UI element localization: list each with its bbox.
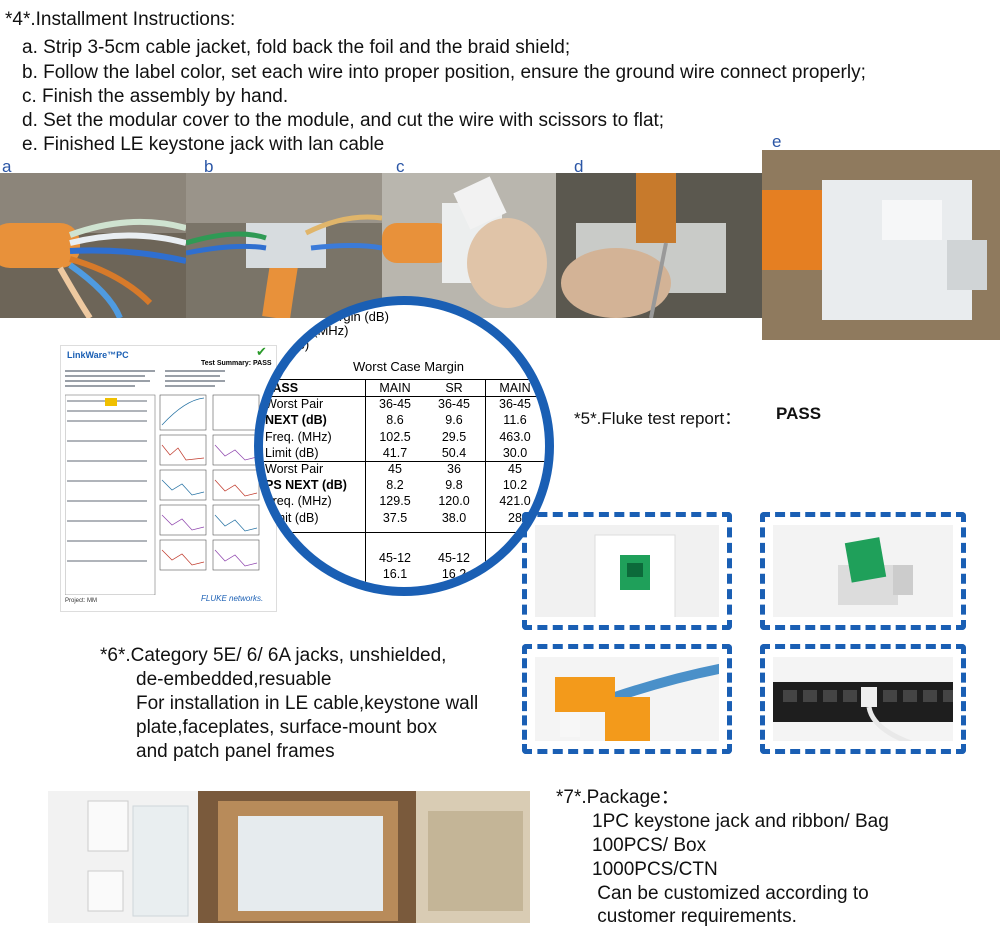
- mag-rule: [263, 531, 545, 533]
- section6-line3: For installation in LE cable,keystone wa…: [136, 693, 479, 714]
- mag-header-right: Wo: [523, 359, 543, 374]
- report-brand: LinkWare™PC: [67, 350, 129, 360]
- mag-cell: 36-45: [379, 397, 411, 412]
- fluke-report-thumbnail: LinkWare™PC Test Summary: PASS ✔: [60, 345, 277, 612]
- photo-step-e: [762, 150, 1000, 340]
- mag-cell: 38.0: [441, 510, 467, 525]
- section5-result: PASS: [776, 404, 822, 423]
- report-project: Project: MM: [65, 598, 98, 604]
- jack-orange-frame: [522, 644, 732, 754]
- mag-cell: 50.4: [441, 445, 467, 460]
- mag-cell: 9.6: [445, 413, 463, 428]
- mag-cell: 16.1: [382, 567, 408, 582]
- section7-line2: 100PCS/ Box: [592, 835, 707, 856]
- section7-line1: 1PC keystone jack and ribbon/ Bag: [592, 811, 889, 832]
- mag-col-rule: [365, 379, 366, 587]
- mag-cell: 45-12: [438, 551, 470, 565]
- section5-label: *5*.Fluke test report：: [574, 409, 742, 428]
- step-b-text: b. Follow the label color, set each wire…: [22, 62, 866, 83]
- section6-line5: and patch panel frames: [136, 741, 335, 762]
- section6-line4: plate,faceplates, surface-mount box: [136, 717, 438, 738]
- photo-label-c: c: [396, 157, 405, 176]
- mag-header: Worst Case Margin: [353, 359, 465, 374]
- mag-row-label: PASS: [265, 381, 299, 395]
- mag-cell: MAIN: [379, 381, 411, 395]
- mag-row-label: Pair: [265, 551, 288, 565]
- mag-row-label: SS: [265, 534, 282, 549]
- mag-row-label: NEXT (dB): [265, 413, 327, 428]
- mag-cell: 29.5: [441, 429, 467, 444]
- step-d-text: d. Set the modular cover to the module, …: [22, 110, 665, 131]
- photo-label-d: d: [574, 157, 584, 176]
- report-summary: Test Summary: PASS: [201, 360, 272, 367]
- report-magnifier: Margin (dB) y (MHz) dB) Worst Case Margi…: [254, 296, 554, 596]
- mag-top-line1: Margin (dB): [321, 309, 389, 324]
- photo-step-d: [556, 173, 762, 318]
- patch-panel-frame: [760, 644, 966, 754]
- mag-cell: 129.5: [379, 494, 411, 509]
- photo-step-b: [186, 173, 382, 318]
- mag-row-label: Worst Pair: [265, 397, 324, 412]
- mag-cell: 36-45: [499, 397, 531, 412]
- photo-step-c: [382, 173, 556, 318]
- mag-cell: 45: [508, 462, 522, 476]
- mag-cell: 8.6: [386, 413, 404, 428]
- mag-col-rule: [485, 379, 486, 587]
- mag-cell: 45-12: [379, 551, 411, 565]
- photo-step-a: [0, 173, 186, 318]
- mag-cell: 41.7: [382, 445, 408, 460]
- step-a-text: a. Strip 3-5cm cable jacket, fold back t…: [22, 37, 571, 58]
- mag-cell: 30.0: [502, 445, 528, 460]
- jack-green-frame: [760, 512, 966, 630]
- section6-line1: *6*.Category 5E/ 6/ 6A jacks, unshielded…: [100, 645, 447, 666]
- mag-cell: 10.2: [502, 478, 528, 493]
- package-photo: [48, 791, 530, 923]
- mag-cell: 36: [447, 462, 461, 476]
- step-c-text: c. Finish the assembly by hand.: [22, 86, 289, 107]
- mag-cell: 16.2: [441, 567, 467, 582]
- mag-row-label: Worst Pair: [265, 462, 324, 476]
- section4-title: *4*.Installment Instructions:: [5, 9, 236, 30]
- mag-rule: [263, 460, 545, 462]
- mag-rule: [263, 379, 545, 380]
- section7-title: *7*.Package：: [556, 787, 680, 808]
- jack-faceplate-frame: [522, 512, 732, 630]
- mag-cell: 37.5: [382, 510, 408, 525]
- mag-cell: 8.2: [386, 478, 404, 493]
- photo-label-b: b: [204, 157, 214, 176]
- step-e-text: e. Finished LE keystone jack with lan ca…: [22, 134, 385, 155]
- mag-top-line2: y (MHz): [303, 323, 349, 338]
- mag-row-label: PS NEXT (dB): [265, 478, 347, 493]
- check-icon: ✔: [256, 345, 267, 359]
- mag-cell: MAIN: [499, 381, 531, 395]
- mag-cell: 102.5: [379, 429, 411, 444]
- mag-cell: 45: [388, 462, 402, 476]
- mag-cell: 463.0: [499, 429, 531, 444]
- mag-row-label: Limit (dB): [265, 445, 319, 460]
- mag-cell: 11.6: [503, 413, 527, 428]
- mag-cell: 9.8: [445, 478, 463, 493]
- mag-row-label: Freq. (MHz): [265, 429, 332, 444]
- photo-label-a: a: [2, 157, 12, 176]
- mag-cell: SR: [445, 381, 463, 395]
- mag-cell: 28: [508, 510, 522, 525]
- section7-line5: customer requirements.: [592, 906, 797, 927]
- mag-cell: 120.0: [438, 494, 470, 509]
- report-footer-brand: FLUKE networks.: [201, 594, 264, 603]
- mag-row-label: Limit (dB): [265, 510, 319, 525]
- mag-top-line3: dB): [289, 337, 310, 352]
- section7-line4: Can be customized according to: [592, 883, 869, 904]
- section7-line3: 1000PCS/CTN: [592, 859, 718, 880]
- mag-cell: 36-45: [438, 397, 470, 412]
- mag-cell: 421.0: [499, 494, 531, 509]
- photo-label-e: e: [772, 132, 782, 151]
- mag-rule: [263, 396, 545, 398]
- mag-row-label: Freq. (MHz): [265, 494, 332, 509]
- mag-row-label: dB): [265, 567, 286, 582]
- section6-line2: de-embedded,resuable: [136, 669, 332, 690]
